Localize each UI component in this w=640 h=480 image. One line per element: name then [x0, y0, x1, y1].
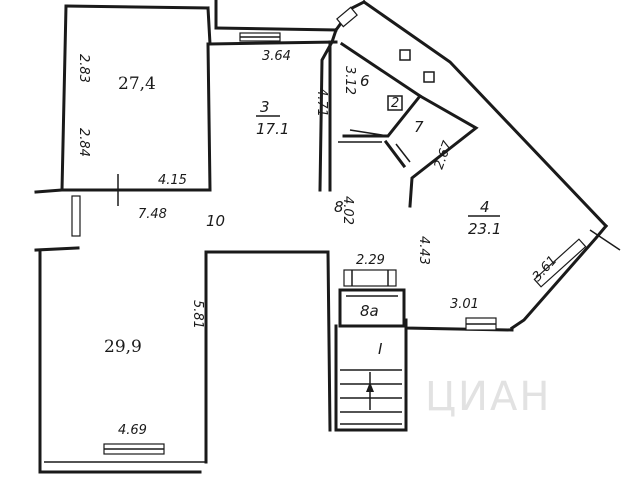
dim-2-29: 2.29 [356, 253, 385, 268]
dim-3-01: 3.01 [450, 297, 479, 312]
dim-3-64: 3.64 [262, 49, 291, 64]
room-8-number-label: 8 [334, 198, 344, 216]
room-3-area-label: 17.1 [256, 120, 289, 138]
dim-2-67: 2.67 [432, 138, 456, 171]
room-10-number-label: 10 [206, 212, 225, 230]
room-2-area-label: 29,9 [104, 337, 142, 357]
watermark-text: ЦИАН [425, 374, 551, 420]
room-1-area-label: 27,4 [118, 74, 156, 94]
dim-4-02: 4.02 [340, 196, 355, 225]
room-4-area-label: 23.1 [468, 220, 501, 238]
room-7-number-label: 7 [414, 118, 424, 136]
dim-4-43: 4.43 [416, 236, 431, 265]
walls [34, 0, 621, 474]
dim-4-69: 4.69 [118, 423, 147, 438]
dim-3-12: 3.12 [342, 66, 357, 95]
room-8a-number-label: 8a [360, 302, 379, 320]
dim-2-84: 2.84 [76, 128, 91, 157]
dim-2-83: 2.83 [76, 54, 91, 83]
stair-label: I [378, 340, 383, 358]
dim-4-15: 4.15 [158, 173, 187, 188]
room-4-number-label: 4 [480, 198, 490, 216]
small-box-label: 2 [391, 96, 399, 111]
room-3-number-label: 3 [260, 98, 270, 116]
room-6-number-label: 6 [360, 72, 370, 90]
dim-7-48: 7.48 [138, 207, 167, 222]
dim-4-71: 4.71 [314, 88, 329, 117]
dim-5-81: 5.81 [190, 300, 205, 329]
room-labels: 27,4 29,9 3 17.1 4 23.1 6 7 8 8a 10 I 2 [104, 72, 501, 358]
